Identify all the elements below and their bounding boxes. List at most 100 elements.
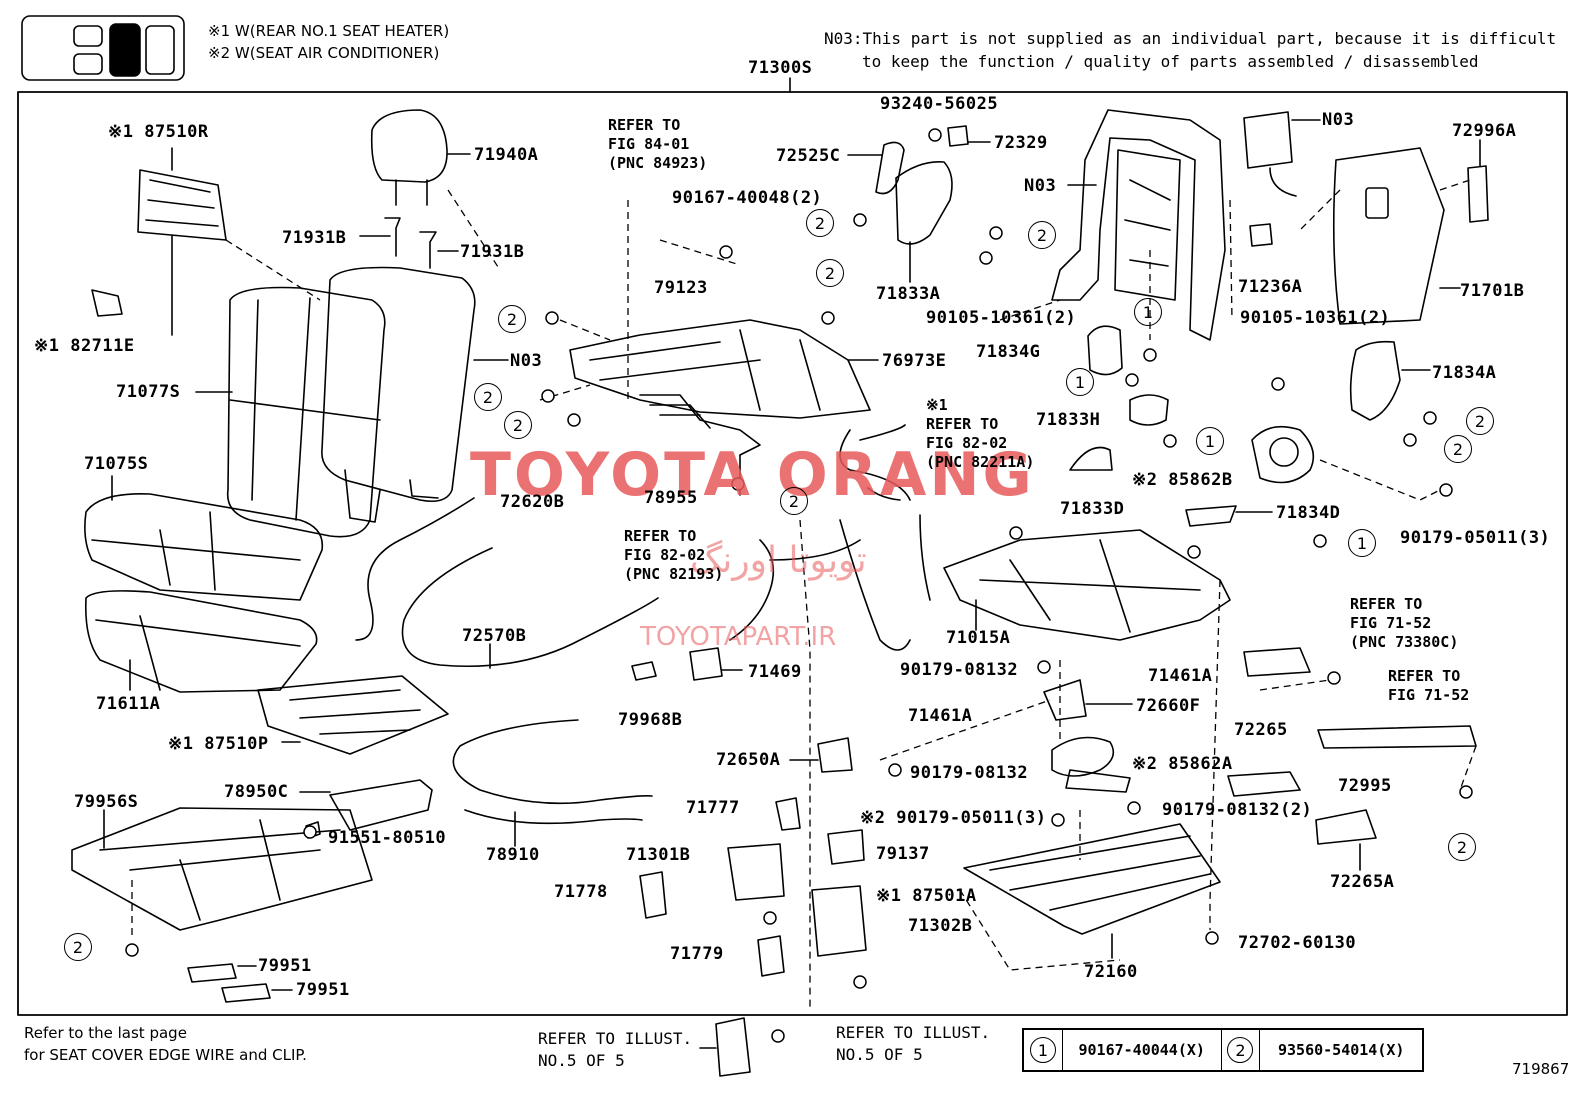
part-label[interactable]: 71833A [876,284,941,304]
legend-number: 1 [1029,1037,1056,1063]
part-label[interactable]: 79956S [74,792,139,812]
part-label[interactable]: 71833D [1060,499,1125,519]
reference-note[interactable]: REFER TO FIG 84-01 (PNC 84923) [608,116,708,172]
callout-2[interactable]: 2 [1444,435,1472,463]
part-label[interactable]: 71015A [946,628,1011,648]
callout-2[interactable]: 2 [504,411,532,439]
part-label[interactable]: 79951 [296,980,350,1000]
assembly-part-number[interactable]: 71300S [748,58,813,78]
part-label[interactable]: 71778 [554,882,608,902]
part-label[interactable]: 71469 [748,662,802,682]
part-label[interactable]: 72265 [1234,720,1288,740]
part-label[interactable]: 71461A [908,706,973,726]
callout-2[interactable]: 2 [1448,833,1476,861]
part-label[interactable]: 72265A [1330,872,1395,892]
callout-2[interactable]: 2 [498,305,526,333]
part-label[interactable]: 71931B [460,242,525,262]
reference-note[interactable]: REFER TO FIG 71-52 [1388,667,1470,704]
part-label[interactable]: 71940A [474,145,539,165]
part-label[interactable]: 79968B [618,710,683,730]
part-label[interactable]: 90167-40048(2) [672,188,823,208]
part-label[interactable]: 71779 [670,944,724,964]
callout-1[interactable]: 1 [1348,529,1376,557]
part-label[interactable]: 90105-10361(2) [926,308,1077,328]
part-label[interactable]: 71611A [96,694,161,714]
part-label[interactable]: 71834A [1432,363,1497,383]
reference-note[interactable]: REFER TO FIG 71-52 (PNC 73380C) [1350,595,1459,651]
part-label[interactable]: 71075S [84,454,149,474]
callout-2[interactable]: 2 [816,259,844,287]
legend-part-cell: 93560-54014(X) [1260,1030,1422,1070]
part-label[interactable]: 72160 [1084,962,1138,982]
part-label[interactable]: 76973E [882,351,947,371]
part-label[interactable]: 71077S [116,382,181,402]
part-label[interactable]: 72702-60130 [1238,933,1357,953]
part-label[interactable]: 71302B [908,916,973,936]
part-label[interactable]: 90105-10361(2) [1240,308,1391,328]
part-label[interactable]: 78955 [644,488,698,508]
part-label[interactable]: 90179-08132(2) [1162,800,1313,820]
legend-part[interactable]: 90167-40044(X) [1078,1041,1205,1059]
callout-2[interactable]: 2 [64,933,92,961]
note-seat-heater: ※1 W(REAR NO.1 SEAT HEATER) [208,22,450,40]
part-label[interactable]: 71301B [626,845,691,865]
reference-note[interactable]: REFER TO FIG 82-02 (PNC 82193) [624,527,724,583]
callout-2[interactable]: 2 [780,487,808,515]
fastener-legend: 1 90167-40044(X) 2 93560-54014(X) [1022,1028,1424,1072]
legend-part-cell: 90167-40044(X) [1063,1030,1222,1070]
part-label[interactable]: 71931B [282,228,347,248]
part-label[interactable]: ※1 87501A [876,886,977,906]
part-label[interactable]: ※2 85862A [1132,754,1233,774]
part-label[interactable]: 72995 [1338,776,1392,796]
part-label[interactable]: 79951 [258,956,312,976]
part-label[interactable]: 71834G [976,342,1041,362]
refer-illust-right[interactable]: REFER TO ILLUST. NO.5 OF 5 [836,1023,991,1064]
part-label[interactable]: 72525C [776,146,841,166]
callout-1[interactable]: 1 [1066,368,1094,396]
part-label[interactable]: 78950C [224,782,289,802]
legend-part[interactable]: 93560-54014(X) [1277,1041,1405,1059]
part-label[interactable]: 72620B [500,492,565,512]
part-label[interactable]: 71777 [686,798,740,818]
part-label[interactable]: ※1 87510R [108,122,209,142]
part-label[interactable]: 90179-05011(3) [1400,528,1551,548]
part-label[interactable]: 79123 [654,278,708,298]
part-label[interactable]: N03 [1322,110,1355,130]
part-label[interactable]: 72996A [1452,121,1517,141]
part-label[interactable]: 72650A [716,750,781,770]
part-label[interactable]: 79137 [876,844,930,864]
part-label[interactable]: N03 [1024,176,1057,196]
callout-2[interactable]: 2 [806,209,834,237]
legend-number-cell: 2 [1222,1030,1261,1070]
watermark-text: TOYOTA ORANG [470,440,1035,510]
refer-illust-left[interactable]: REFER TO ILLUST. NO.5 OF 5 [538,1029,693,1070]
part-label[interactable]: 72570B [462,626,527,646]
n03-note-line1: N03:This part is not supplied as an indi… [824,29,1557,48]
part-label[interactable]: ※2 85862B [1132,470,1233,490]
part-label[interactable]: ※1 82711E [34,336,135,356]
callout-2[interactable]: 2 [1028,221,1056,249]
callout-2[interactable]: 2 [474,383,502,411]
callout-1[interactable]: 1 [1196,427,1224,455]
part-label[interactable]: 71236A [1238,277,1303,297]
callout-2[interactable]: 2 [1466,407,1494,435]
n03-note-line2: to keep the function / quality of parts … [862,52,1479,71]
part-label[interactable]: 71461A [1148,666,1213,686]
part-label[interactable]: 93240-56025 [880,94,999,114]
part-label[interactable]: 78910 [486,845,540,865]
part-label[interactable]: ※1 87510P [168,734,269,754]
part-label[interactable]: 90179-08132 [900,660,1019,680]
reference-note[interactable]: ※1 REFER TO FIG 82-02 (PNC 82211A) [926,396,1035,471]
part-label[interactable]: 91551-80510 [328,828,447,848]
callout-1[interactable]: 1 [1134,298,1162,326]
part-label[interactable]: 72329 [994,133,1048,153]
part-label[interactable]: 90179-08132 [910,763,1029,783]
part-label[interactable]: 71834D [1276,503,1341,523]
part-label[interactable]: 71701B [1460,281,1525,301]
part-label[interactable]: N03 [510,351,543,371]
part-label[interactable]: 72660F [1136,696,1201,716]
part-label[interactable]: ※2 90179-05011(3) [860,808,1047,828]
watermark-site: TOYOTAPART.IR [640,622,837,652]
part-label[interactable]: 71833H [1036,410,1101,430]
